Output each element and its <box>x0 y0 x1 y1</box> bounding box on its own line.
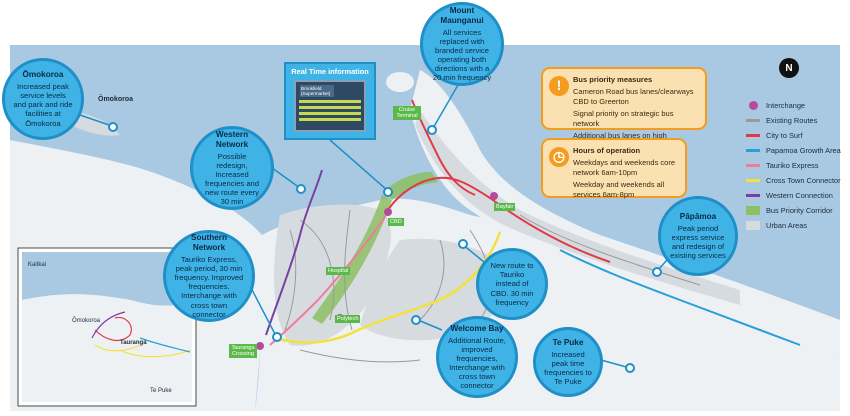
callout-omokoroa-title: Ōmokoroa <box>22 70 64 80</box>
callout-western-network: Western Network Possible redesign, Incre… <box>190 126 274 210</box>
callout-welcome-bay: Welcome Bay Additional Route, improved f… <box>436 316 518 398</box>
priority-corridor-bridge <box>385 172 438 200</box>
panel-hours-line: Weekday and weekends all services 6am-8p… <box>573 180 665 199</box>
callout-western-title: Western Network <box>215 129 249 149</box>
callout-omokoroa-body: Increased peak service levels and park a… <box>13 82 73 128</box>
legend-swatch <box>749 101 758 110</box>
clock-icon: ◷ <box>549 147 569 167</box>
legend-swatch <box>746 149 760 152</box>
legend-swatch <box>746 221 760 230</box>
inset-place-kaitkai: Kaitkai <box>28 262 47 268</box>
mauao <box>386 72 414 92</box>
legend-item: Tauriko Express <box>746 158 850 173</box>
realtime-caption: Brookfield (Supermarket) <box>300 85 334 98</box>
legend-item: Existing Routes <box>746 113 850 128</box>
panel-hours-line: Weekdays and weekends core network 6am-1… <box>573 158 676 177</box>
legend-swatch <box>746 164 760 167</box>
legend-label: Interchange <box>766 101 806 110</box>
tag-polytech: Polytech <box>335 315 361 324</box>
panel-bus-priority-line: Signal priority on strategic bus network <box>573 109 674 128</box>
callout-mount-maunganui: Mount Maunganui All services replaced wi… <box>420 2 504 86</box>
legend-label: Bus Priority Corridor <box>766 206 833 215</box>
legend-swatch <box>746 134 760 137</box>
callout-tepuke-title: Te Puke <box>552 337 584 347</box>
realtime-info-box: Real Time information Brookfield (Superm… <box>284 62 376 140</box>
panel-hours: ◷ Hours of operation Weekdays and weeken… <box>541 138 687 199</box>
legend-item: City to Surf <box>746 128 850 143</box>
callout-papamoa-title: Pāpāmoa <box>679 211 717 221</box>
inset-place-tauranga: Tauranga <box>120 340 147 346</box>
interchange-rings <box>108 122 662 373</box>
realtime-screen: Brookfield (Supermarket) <box>294 80 366 132</box>
legend-item: Urban Areas <box>746 218 850 233</box>
panel-hours-title: Hours of operation <box>573 146 641 155</box>
legend-label: Western Connection <box>766 191 833 200</box>
legend-label: Papamoa Growth Area <box>766 146 841 155</box>
legend-swatch <box>746 206 760 215</box>
urban-mount-papamoa <box>415 110 740 305</box>
legend-item: Bus Priority Corridor <box>746 203 850 218</box>
legend-item: Papamoa Growth Area <box>746 143 850 158</box>
callout-new-route: New route to Tauriko instead of CBD. 30 … <box>476 248 548 320</box>
tag-cbd: CBD <box>388 218 404 227</box>
callout-western-body: Possible redesign, Increased frequencies… <box>204 151 260 207</box>
north-arrow-icon: N <box>779 58 799 78</box>
tag-cruise-terminal: Cruise Terminal <box>393 106 421 121</box>
callout-southern-body: Tauriko Express, peak period, 30 min fre… <box>174 254 244 319</box>
callout-papamoa-body: Peak period express service and redesign… <box>670 223 726 261</box>
legend-label: Tauriko Express <box>766 161 819 170</box>
legend-swatch <box>746 179 760 182</box>
legend-swatch <box>746 119 760 122</box>
papamoa-growth-route <box>559 249 801 346</box>
callout-new-route-body: New route to Tauriko instead of CBD. 30 … <box>490 261 534 307</box>
callout-te-puke: Te Puke Increased peak time frequencies … <box>533 327 603 397</box>
legend-item: Western Connection <box>746 188 850 203</box>
legend-item: Interchange <box>746 98 850 113</box>
inset-place-tepuke: Te Puke <box>150 388 172 394</box>
callout-southern-title: Southern Network <box>191 233 227 253</box>
inset-place-omokoroa: Ōmokoroa <box>72 318 101 324</box>
tag-bayfair: Bayfair <box>494 203 516 212</box>
callout-omokoroa: Ōmokoroa Increased peak service levels a… <box>2 58 84 140</box>
tauriko-express-route <box>269 211 389 346</box>
legend-label: Urban Areas <box>766 221 808 230</box>
callout-welcome-body: Additional Route, improved frequencies, … <box>448 335 506 391</box>
exclamation-icon: ! <box>549 76 569 96</box>
callout-welcome-title: Welcome Bay <box>450 323 504 333</box>
mount-peninsula <box>410 70 840 360</box>
tag-hospital: Hospital <box>326 267 351 276</box>
panel-bus-priority-title: Bus priority measures <box>573 75 653 84</box>
tag-tauranga-crossing: Tauranga Crossing <box>229 344 257 359</box>
realtime-title: Real Time information <box>291 67 369 76</box>
legend-label: Existing Routes <box>766 116 818 125</box>
callout-tepuke-body: Increased peak time frequencies to Te Pu… <box>544 349 592 387</box>
legend-swatch <box>746 194 760 197</box>
panel-bus-priority-line: Cameron Road bus lanes/clearways CBD to … <box>573 87 694 106</box>
western-connection-route <box>265 169 323 336</box>
callout-mount-title: Mount Maunganui <box>440 5 484 25</box>
legend-item: Cross Town Connector <box>746 173 850 188</box>
callout-papamoa: Pāpāmoa Peak period express service and … <box>658 196 738 276</box>
legend-label: Cross Town Connector <box>766 176 841 185</box>
panel-bus-priority: ! Bus priority measures Cameron Road bus… <box>541 67 707 149</box>
callout-mount-body: All services replaced with branded servi… <box>432 27 492 83</box>
legend-label: City to Surf <box>766 131 803 140</box>
place-omokoroa: Ōmokoroa <box>98 96 134 103</box>
callout-southern-network: Southern Network Tauriko Express, peak p… <box>163 230 255 322</box>
